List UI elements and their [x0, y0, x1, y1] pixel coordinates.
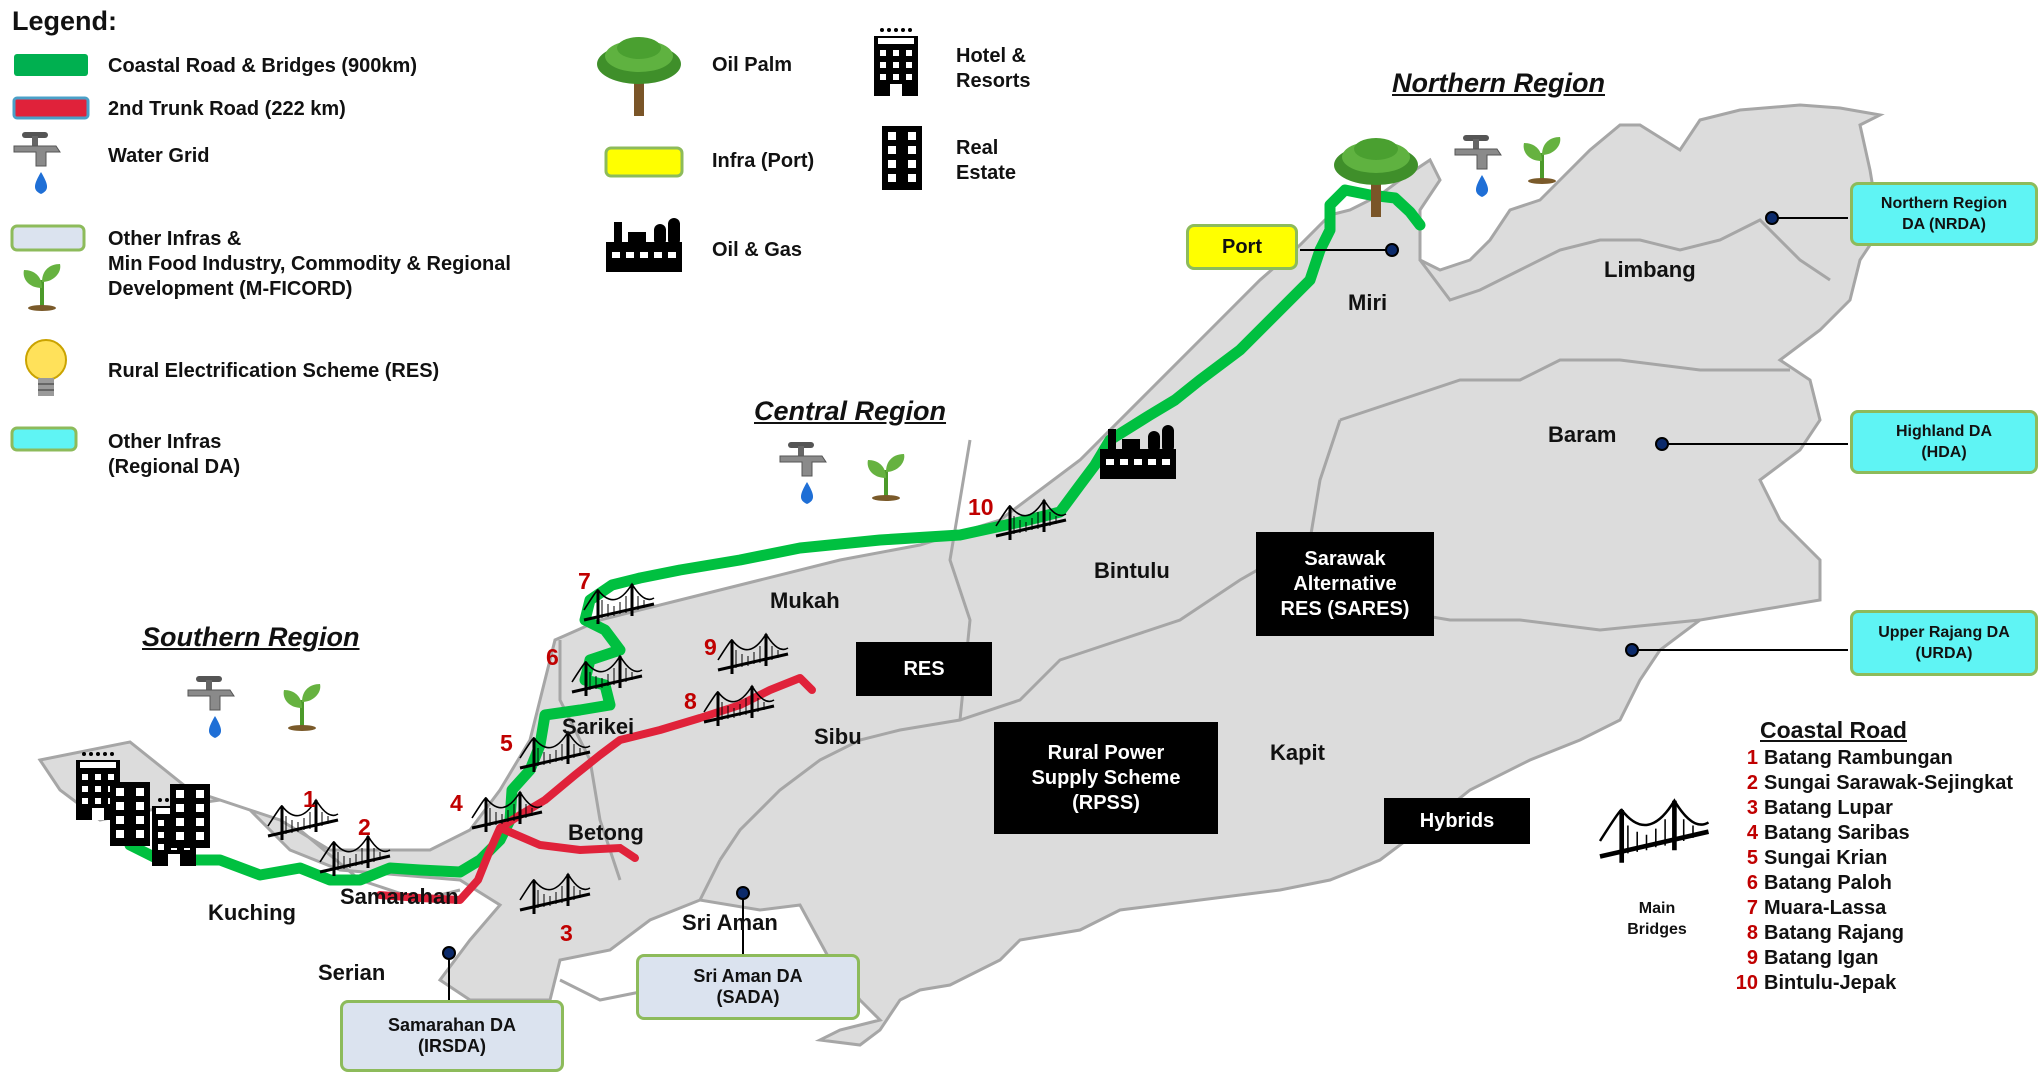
- place-serian: Serian: [318, 960, 386, 985]
- hotel-icon: [874, 28, 918, 96]
- urda-box: Upper Rajang DA (URDA): [1850, 610, 2038, 676]
- main-bridges-icon: [1600, 801, 1709, 863]
- legend-res: Rural Electrification Scheme (RES): [108, 360, 440, 382]
- place-baram: Baram: [1548, 422, 1617, 447]
- palm-tree-icon: [597, 37, 681, 116]
- port-legend-swatch: [604, 146, 684, 178]
- second-trunk-road: [376, 674, 816, 904]
- legend-oil-gas: Oil & Gas: [712, 239, 803, 261]
- legend-trunk-road: 2nd Trunk Road (222 km): [108, 98, 346, 120]
- rpss-box: Rural Power Supply Scheme (RPSS): [994, 722, 1218, 834]
- water-tap-icon: [187, 675, 235, 739]
- legend-real-estate: Real Estate: [956, 137, 1017, 184]
- bridge-number-1: 1: [303, 786, 316, 812]
- sares-box: Sarawak Alternative RES (SARES): [1256, 532, 1434, 636]
- legend-port: Infra (Port): [712, 150, 815, 172]
- place-mukah: Mukah: [770, 588, 840, 613]
- northern-region-title: Northern Region: [1392, 68, 1605, 98]
- sprout-icon: [865, 452, 907, 503]
- central-region-title: Central Region: [754, 396, 947, 426]
- place-sibu: Sibu: [814, 724, 862, 749]
- bridge-number-8: 8: [684, 688, 697, 714]
- coastal-road-legend-swatch: [14, 54, 88, 76]
- legend-title: Legend:: [12, 6, 117, 36]
- legend-m-ficord: Other Infras & Min Food Industry, Commod…: [108, 228, 511, 300]
- regional-da-legend-swatch: [10, 426, 78, 452]
- southern-region-title: Southern Region: [142, 622, 360, 652]
- building-icon: [882, 126, 922, 190]
- legend-oil-palm: Oil Palm: [712, 54, 793, 76]
- legend-water-grid: Water Grid: [108, 145, 210, 167]
- bridge-number-6: 6: [546, 644, 559, 670]
- place-miri: Miri: [1348, 290, 1388, 315]
- res-box: RES: [856, 642, 992, 696]
- water-tap-icon: [1454, 134, 1502, 198]
- trunk-road-legend-swatch: [12, 96, 90, 120]
- place-sri-aman: Sri Aman: [682, 910, 778, 935]
- light-bulb-icon: [25, 339, 67, 396]
- da-pointers: [442, 211, 1848, 1000]
- water-tap-icon: [13, 131, 61, 195]
- legend-regional-da: Other Infras (Regional DA): [108, 431, 241, 478]
- bridge-number-3: 3: [560, 920, 573, 946]
- sprout-icon: [21, 262, 63, 313]
- bridge-number-4: 4: [450, 790, 463, 816]
- legend-hotel-resorts: Hotel & Resorts: [956, 45, 1031, 92]
- place-kuching: Kuching: [208, 900, 296, 925]
- place-kapit: Kapit: [1270, 740, 1325, 765]
- place-sarikei: Sarikei: [562, 714, 635, 739]
- main-bridges-label: Main Bridges: [1627, 900, 1687, 938]
- other-infras-legend-swatch: [10, 224, 86, 252]
- bridge-number-2: 2: [358, 814, 371, 840]
- place-limbang: Limbang: [1604, 257, 1696, 282]
- factory-icon: [606, 218, 682, 272]
- nrda-box: Northern Region DA (NRDA): [1850, 182, 2038, 246]
- legend-coastal-road: Coastal Road & Bridges (900km): [108, 55, 417, 77]
- sada-box: Sri Aman DA (SADA): [636, 954, 860, 1020]
- sprout-icon: [1521, 135, 1563, 186]
- irsda-box: Samarahan DA (IRSDA): [340, 1000, 564, 1072]
- place-betong: Betong: [568, 820, 644, 845]
- place-samarahan: Samarahan: [340, 884, 459, 909]
- second-trunk-road-branch: [501, 826, 639, 862]
- place-bintulu: Bintulu: [1094, 558, 1170, 583]
- hda-box: Highland DA (HDA): [1850, 410, 2038, 474]
- bridge-number-7: 7: [578, 568, 591, 594]
- bridge-number-10: 10: [968, 494, 994, 520]
- coastal-road-heading: Coastal Road: [1760, 717, 1907, 743]
- port-box: Port: [1186, 224, 1298, 270]
- sprout-icon: [281, 682, 323, 733]
- bridge-number-5: 5: [500, 730, 513, 756]
- water-tap-icon: [779, 441, 827, 505]
- hybrids-box: Hybrids: [1384, 798, 1530, 844]
- building-icon: [170, 784, 210, 848]
- coastal-road: [124, 184, 1426, 886]
- bridge-number-9: 9: [704, 634, 717, 660]
- building-icon: [110, 782, 150, 846]
